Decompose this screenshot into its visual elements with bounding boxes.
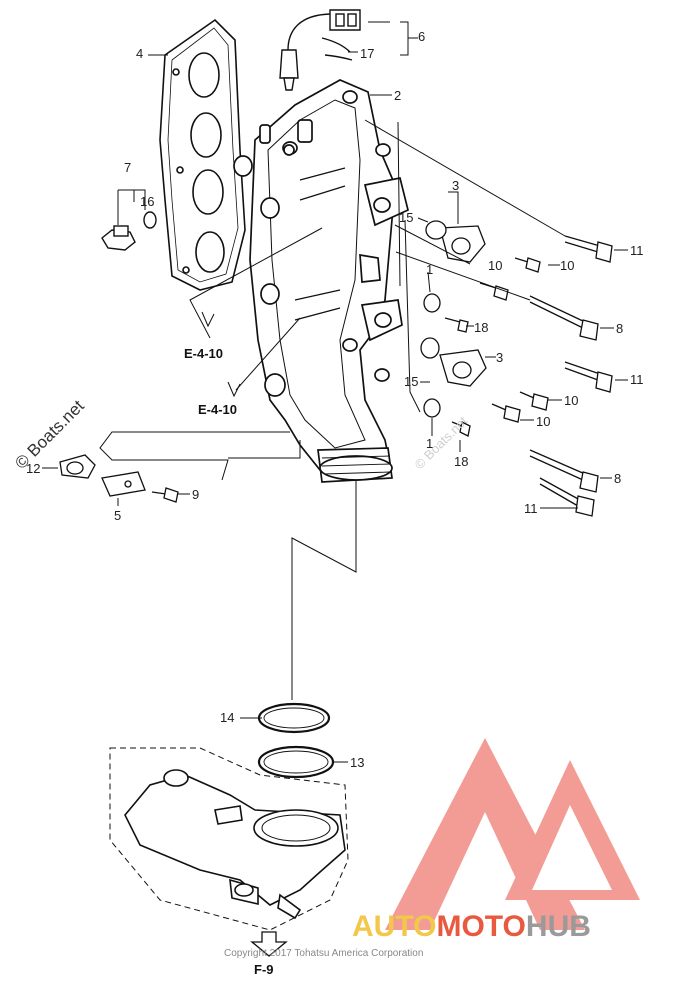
- callout-2: 2: [394, 88, 401, 103]
- brand-wordmark: AUTOMOTOHUB: [352, 910, 591, 943]
- callout-1-top: 1: [426, 262, 433, 277]
- callout-17: 17: [360, 46, 374, 61]
- clip-bracket-part: [59, 454, 179, 503]
- oxygen-sensor-part: [279, 9, 361, 91]
- callout-11-top: 11: [630, 243, 644, 258]
- leader-lines: [42, 21, 628, 763]
- reference-e-4-10-bottom: E-4-10: [198, 402, 237, 417]
- callout-1-lower: 1: [426, 436, 433, 451]
- bolts-and-covers: [364, 119, 613, 517]
- callout-18-lower: 18: [454, 454, 468, 469]
- callout-10-a: 10: [488, 258, 502, 273]
- callout-15-lower: 15: [404, 374, 418, 389]
- arrow-icon: [201, 311, 215, 328]
- reference-e-4-10-top: E-4-10: [184, 346, 223, 361]
- callout-16: 16: [140, 194, 154, 209]
- callout-10-b: 10: [560, 258, 574, 273]
- callout-10-c: 10: [564, 393, 578, 408]
- arrow-down-icon: [250, 931, 288, 957]
- automotohub-logo-mark: [385, 738, 640, 930]
- callout-8-lower: 8: [614, 471, 621, 486]
- part-labels: 6 17 2 4 7 16 3 15 1 10 10 11 18 8 3 11 …: [26, 29, 644, 770]
- brand-hub: HUB: [526, 910, 591, 943]
- callout-5: 5: [114, 508, 121, 523]
- callout-9: 9: [192, 487, 199, 502]
- callout-3-top: 3: [452, 178, 459, 193]
- callout-11-lower: 11: [524, 501, 538, 516]
- brand-moto: MOTO: [436, 910, 525, 943]
- temperature-sensor-part: [101, 211, 157, 251]
- callout-12: 12: [26, 461, 40, 476]
- callout-18-top: 18: [474, 320, 488, 335]
- callout-10-d: 10: [536, 414, 550, 429]
- arrow-icon: [227, 381, 241, 398]
- callout-7: 7: [124, 160, 131, 175]
- exhaust-elbow-part: [109, 747, 349, 931]
- copyright-text: Copyright 2017 Tohatsu America Corporati…: [224, 948, 423, 959]
- reference-f-9: F-9: [254, 962, 274, 977]
- o-rings: [257, 702, 335, 779]
- callout-6: 6: [418, 29, 425, 44]
- callout-11-mid: 11: [630, 372, 644, 387]
- callout-15-top: 15: [399, 210, 413, 225]
- exhaust-manifold: [233, 79, 409, 483]
- gasket-part: [159, 18, 246, 291]
- callout-8-top: 8: [616, 321, 623, 336]
- callout-13: 13: [350, 755, 364, 770]
- brand-auto: AUTO: [352, 910, 436, 943]
- callout-14: 14: [220, 710, 234, 725]
- callout-4: 4: [136, 46, 143, 61]
- callout-3-lower: 3: [496, 350, 503, 365]
